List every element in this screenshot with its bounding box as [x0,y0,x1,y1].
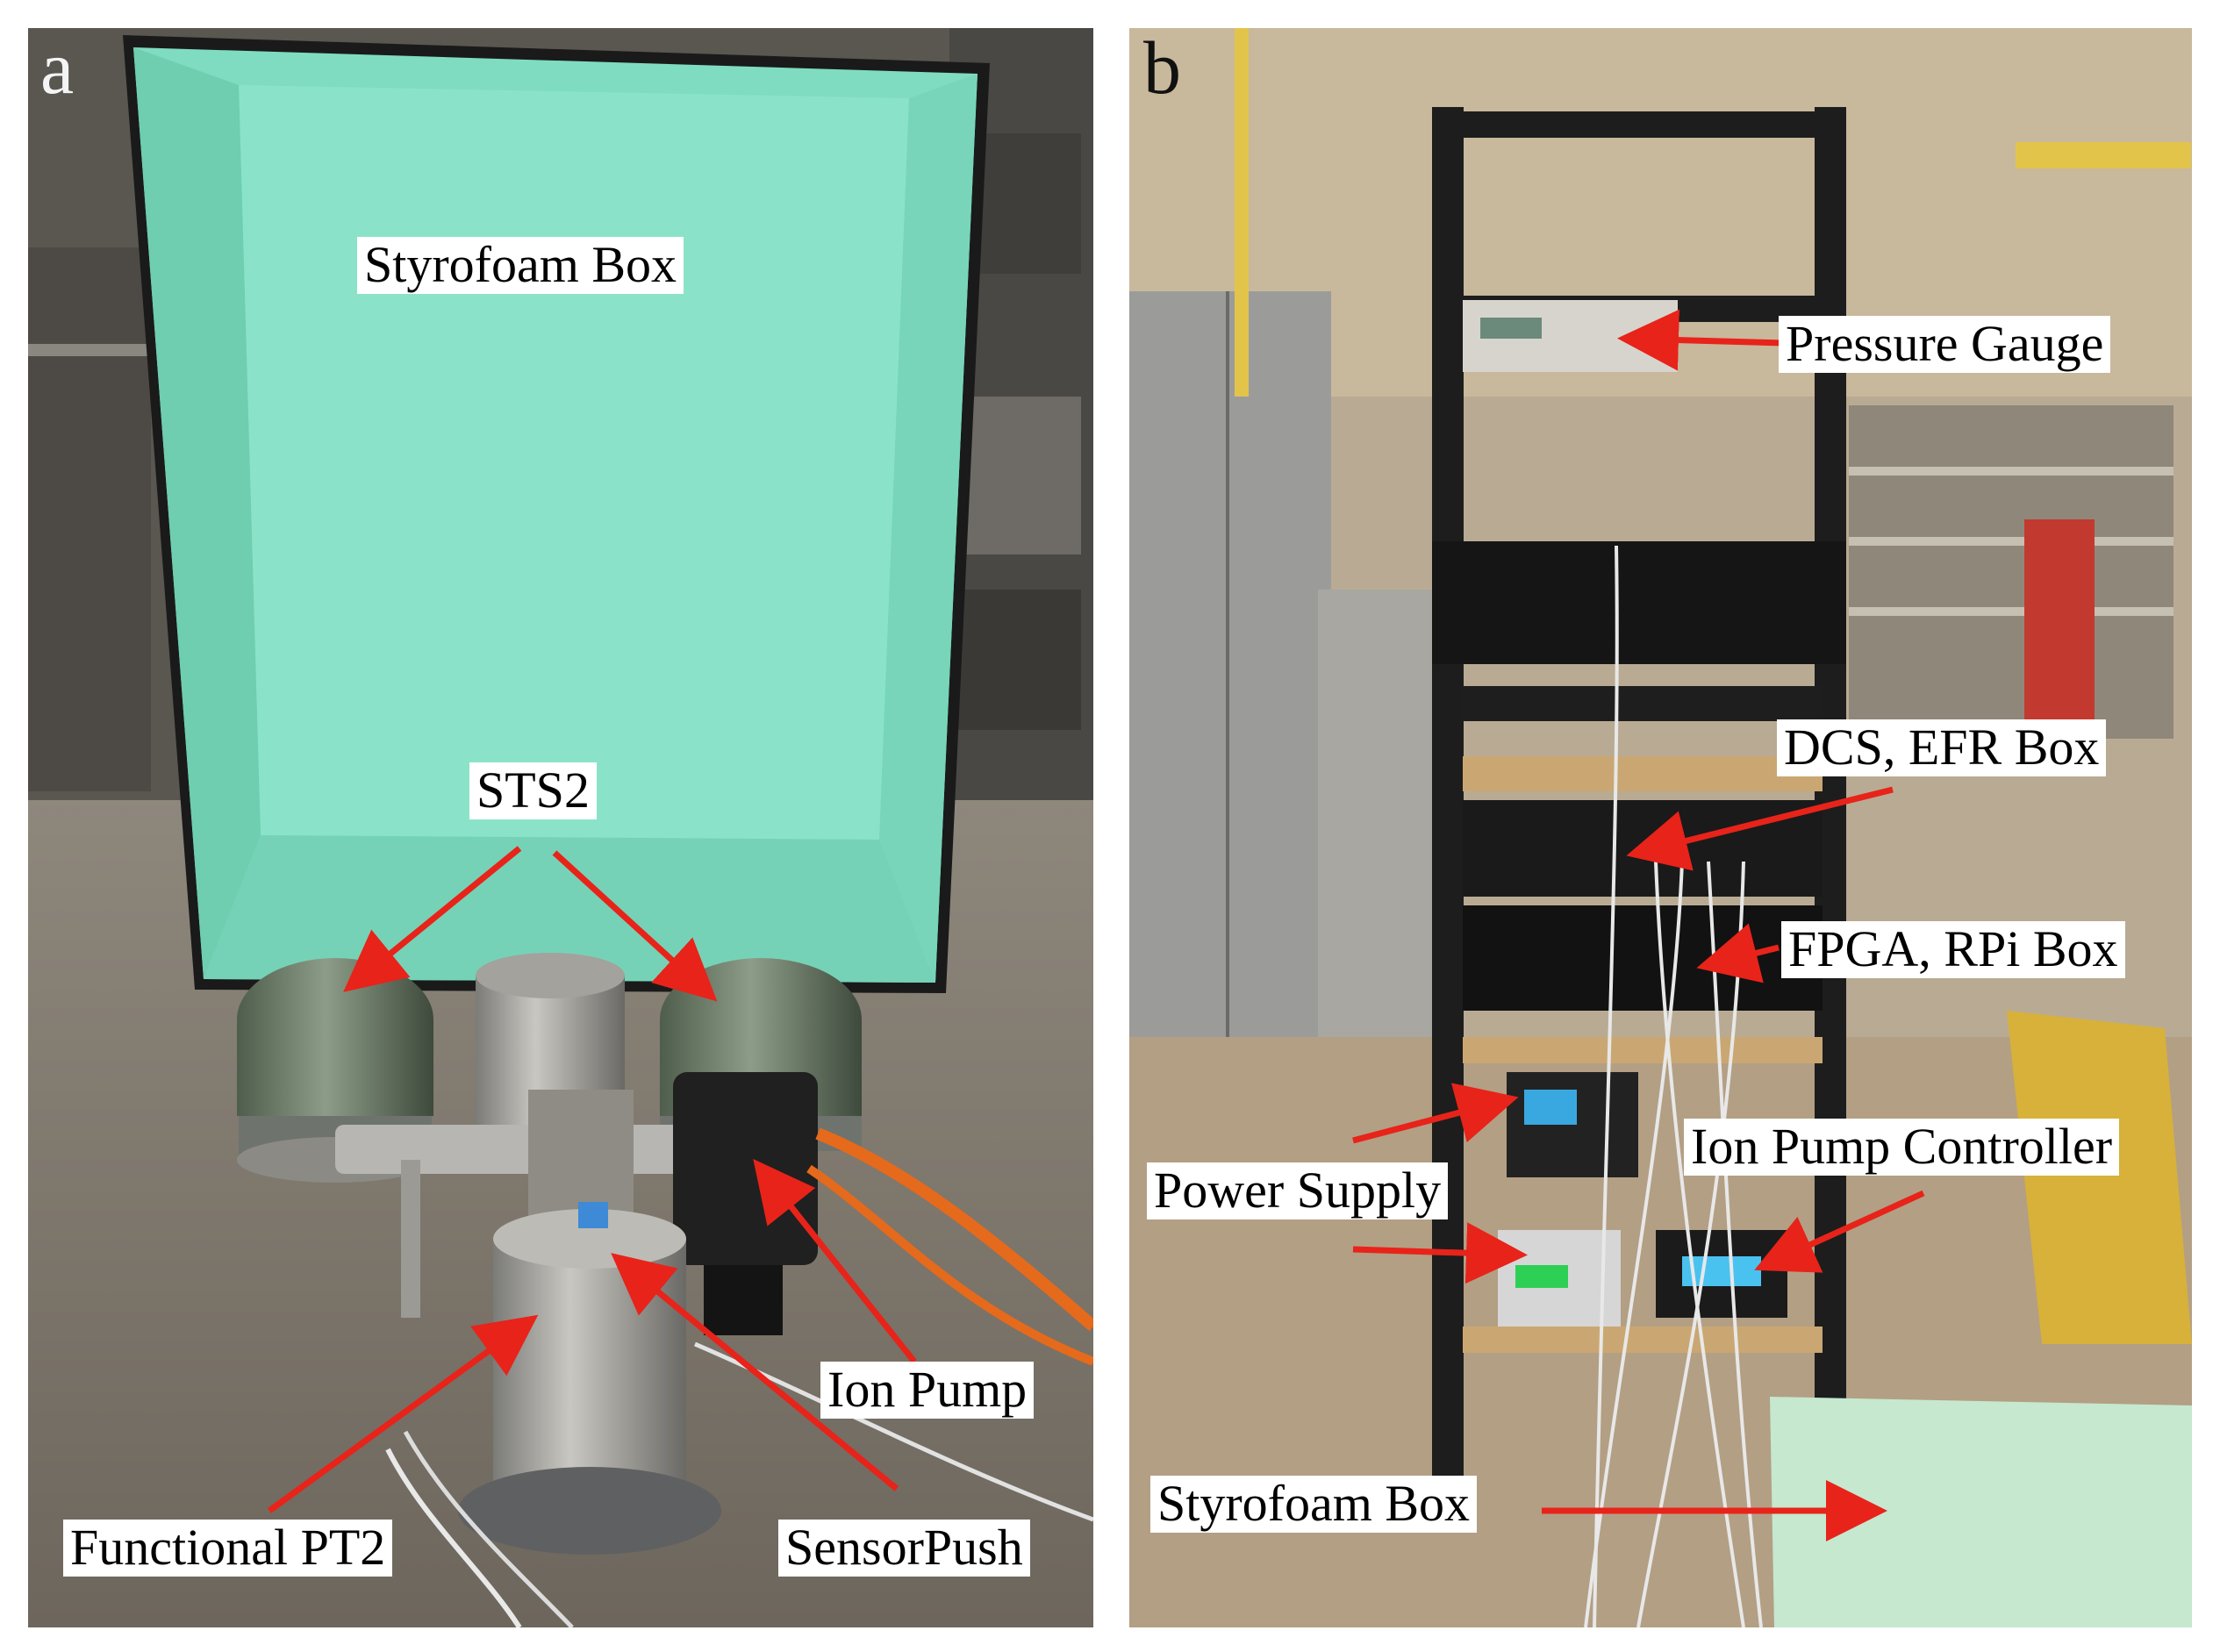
styrofoam-box-b [1770,1397,2192,1627]
label-ion-pump: Ion Pump [820,1362,1035,1419]
photo-b-illustration [1129,28,2192,1627]
yellow-crane-beam [2016,142,2191,168]
parts-shelf [1849,405,2173,739]
label-pressure-gauge: Pressure Gauge [1779,316,2111,373]
orange-cable [815,1127,1093,1332]
label-fpga-rpi-box: FPGA, RPi Box [1781,921,2125,978]
sensorpush-device [578,1202,608,1228]
vacuum-cross [528,1090,634,1221]
red-cabinet [2024,519,2095,747]
arrow-power-supply-2 [1352,1222,1528,1284]
label-functional-pt2: Functional PT2 [63,1520,393,1577]
styrofoam-box [123,35,990,993]
panel-letter-a: a [40,28,75,110]
label-ion-pump-controller: Ion Pump Controller [1684,1119,2120,1176]
annotation-arrows-b [1352,309,1925,1541]
arrow-ion-pump [753,1159,917,1364]
rack-cables [1584,545,1763,1627]
panel-letter-b: b [1143,28,1181,110]
functional-pt2-vessel [458,1202,721,1555]
arrow-functional-pt2 [267,1314,539,1513]
arrow-sensorpush [611,1253,899,1491]
label-sensorpush: SensorPush [778,1520,1030,1577]
label-power-supply: Power Supply [1147,1162,1449,1219]
photo-panel-a: a Styrofoam Box STS2 Ion Pump Functional… [28,28,1093,1627]
label-styrofoam-box-b: Styrofoam Box [1150,1476,1478,1533]
photo-a-illustration [28,28,1093,1627]
dcs-efr-box [1463,800,1823,897]
arrow-power-supply-1 [1352,1083,1519,1144]
annotation-arrows [267,846,917,1513]
photo-panel-b: b Pressure Gauge DCS, EFR Box FPGA, RPi … [1129,28,2192,1627]
label-sts2: STS2 [469,762,597,819]
arrow-ion-pump-controller [1754,1190,1925,1273]
yellow-chair [2007,1011,2192,1344]
label-dcs-efr-box: DCS, EFR Box [1777,719,2107,776]
arrow-fpga-rpi [1696,923,1780,983]
arrow-dcs-efr [1626,786,1894,871]
label-styrofoam-box-a: Styrofoam Box [357,237,684,294]
arrow-sts2-right [552,850,718,1002]
fpga-rpi-box [1463,905,1823,1011]
workbench [28,247,151,791]
arrow-sts2-left [343,846,522,992]
